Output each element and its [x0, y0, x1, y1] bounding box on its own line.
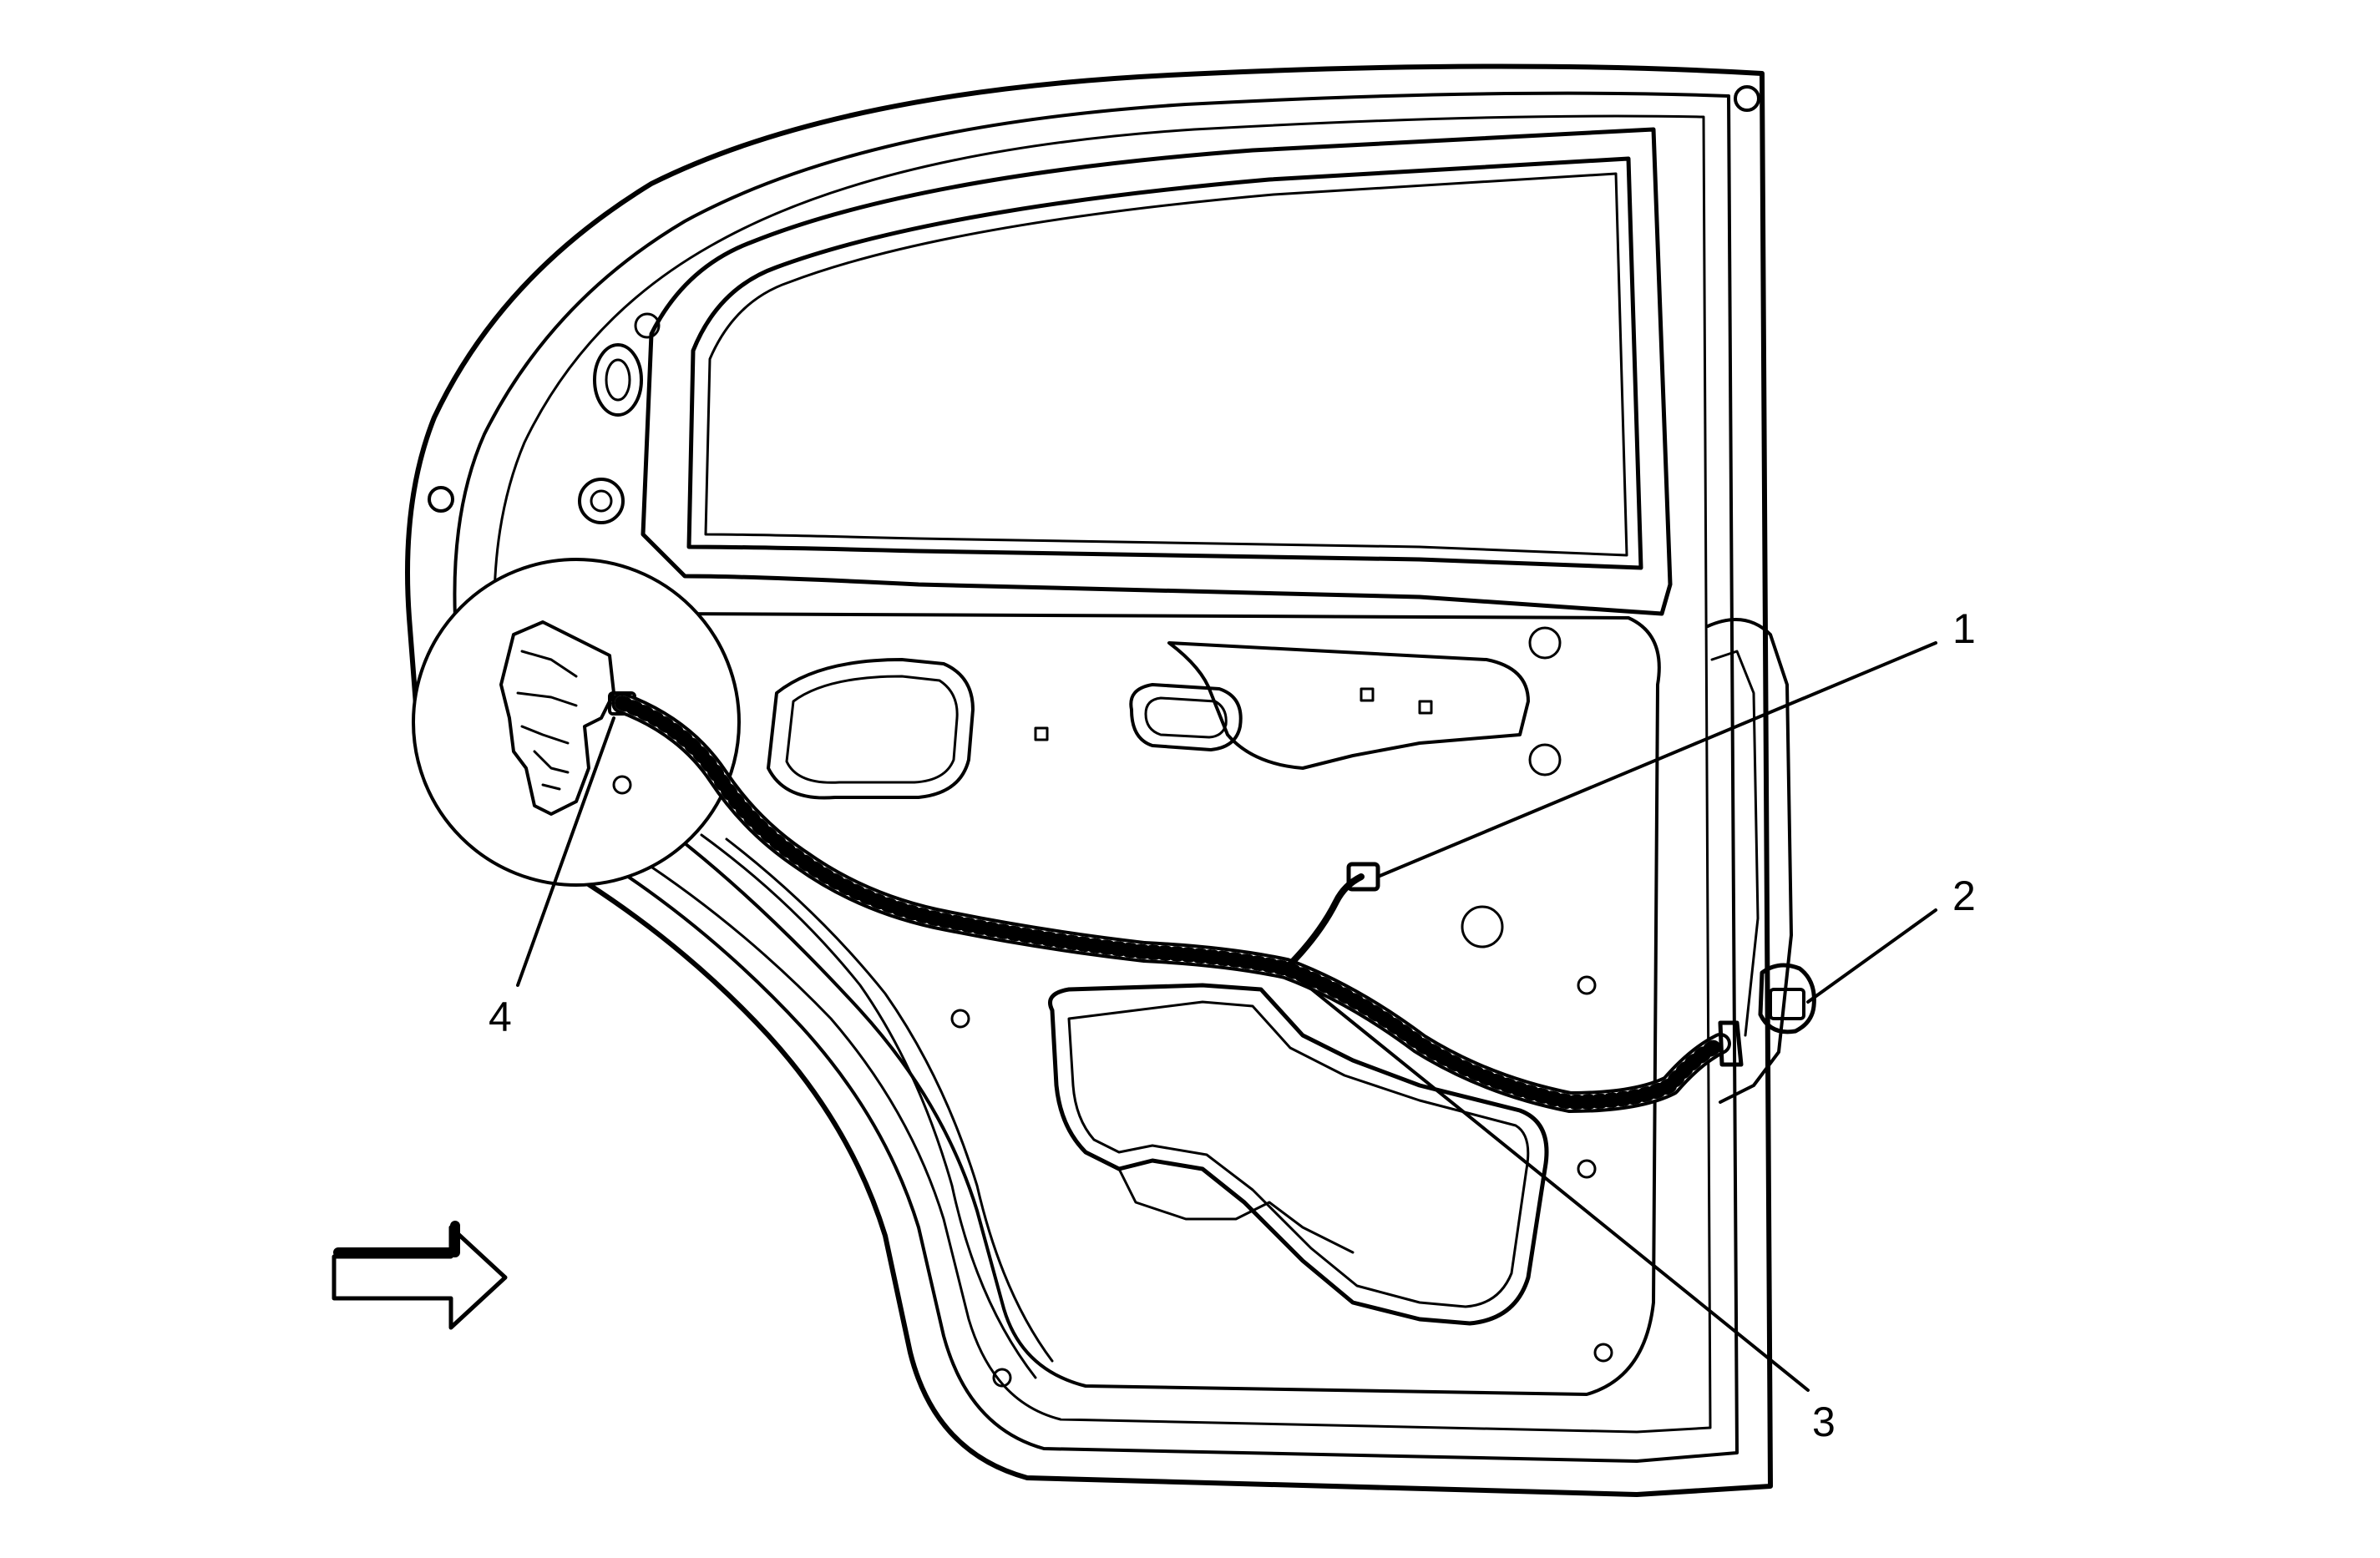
lower-sill-line-2: [725, 837, 1054, 1363]
panel-hole-4: [1577, 975, 1597, 995]
access-hole-upper: [767, 658, 975, 800]
door-flange-line: [493, 114, 1712, 1434]
corner-fastener: [1734, 85, 1760, 112]
panel-hole-3: [950, 1009, 970, 1029]
leader-line-2: [1806, 908, 1937, 1004]
access-hole-upper-inner: [785, 675, 959, 784]
right-arrow-icon: [332, 1221, 508, 1330]
window-frame-outer: [641, 127, 1673, 616]
panel-hole-5: [1577, 1159, 1597, 1179]
panel-hole-2: [1528, 743, 1562, 776]
leader-line-3: [1284, 967, 1810, 1392]
panel-slot-2: [1360, 687, 1375, 702]
panel-slot-3: [1418, 700, 1433, 715]
lock-detail-inset: [412, 558, 741, 887]
mount-hole-upper-inner: [605, 358, 631, 402]
harness-grommet: [1718, 1020, 1744, 1067]
panel-hole-6: [1461, 905, 1504, 948]
regulator-slot: [1129, 683, 1243, 751]
door-inner-outline: [453, 91, 1739, 1463]
lower-channel: [1117, 1167, 1355, 1254]
callout-1: 1: [1952, 605, 1976, 652]
door-outer-outline: [405, 63, 1773, 1497]
callout-3: 3: [1812, 1399, 1836, 1445]
door-connector-body: [1769, 988, 1805, 1020]
window-glass-inner: [704, 172, 1628, 557]
lock-detail-lines: [516, 650, 578, 791]
lock-bolt: [612, 775, 632, 795]
inner-panel-contour: [656, 612, 1661, 1396]
mount-hole-mid: [578, 478, 625, 524]
panel-hole-1: [1528, 626, 1562, 660]
mount-hole-top: [634, 312, 661, 339]
door-lock-actuator: [499, 620, 615, 816]
regulator-bracket: [1167, 641, 1530, 770]
left-edge-fastener: [428, 486, 454, 513]
mount-hole-upper: [593, 343, 643, 417]
access-hole-lower-inner: [1067, 1000, 1530, 1308]
regulator-slot-inner: [1144, 696, 1228, 739]
mount-hole-mid-inner: [590, 489, 613, 513]
access-hole-lower: [1048, 983, 1549, 1326]
panel-hole-7: [992, 1368, 1012, 1388]
leader-line-4: [516, 716, 615, 987]
lower-sill-line-1: [700, 833, 1037, 1379]
window-glass: [686, 156, 1643, 570]
leader-line-1: [1376, 641, 1937, 878]
wiring-harness-stripes: [615, 696, 1728, 1110]
hinge-pillar-inner: [1710, 650, 1760, 1037]
hinge-pillar: [1706, 618, 1793, 1104]
panel-slot-1: [1034, 726, 1049, 741]
callout-2: 2: [1952, 873, 1976, 919]
callout-4: 4: [489, 994, 512, 1040]
panel-hole-8: [1593, 1343, 1613, 1363]
